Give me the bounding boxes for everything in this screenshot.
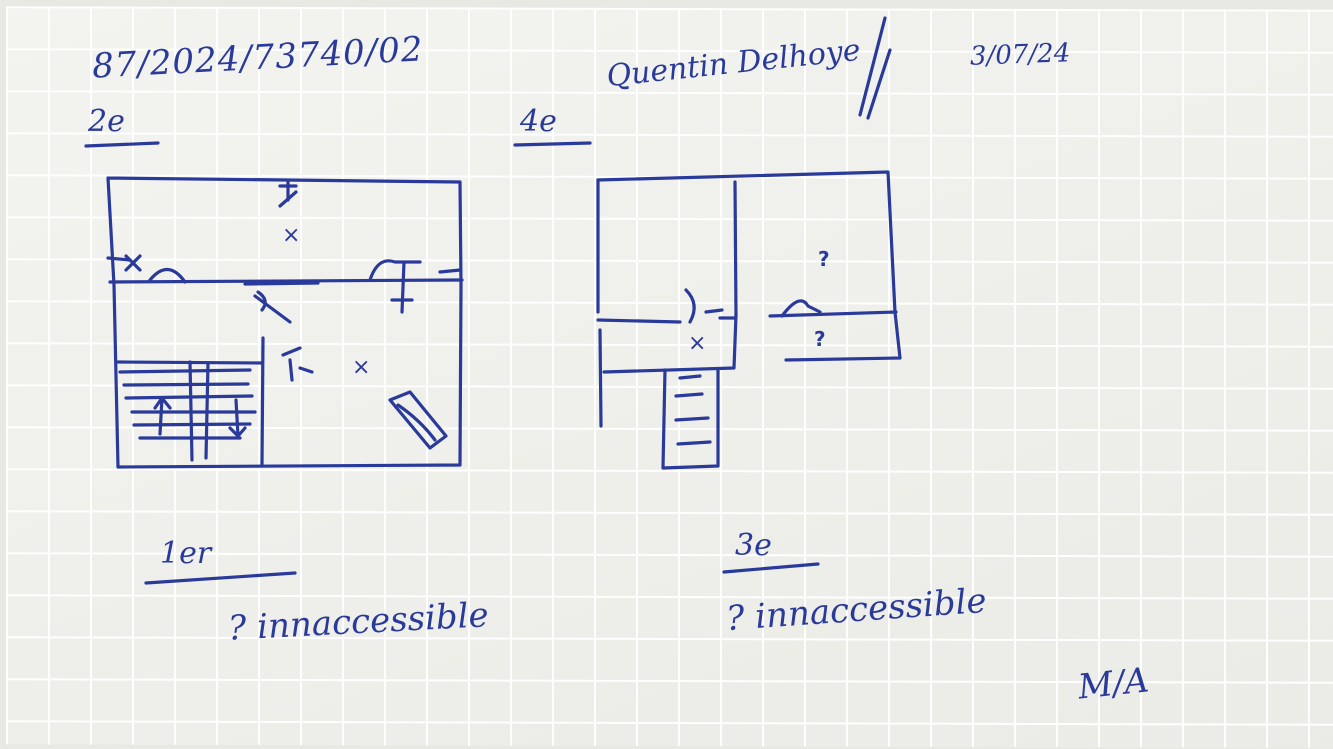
floor-2-window (388, 390, 448, 450)
floor-2-top-symbol (278, 180, 298, 208)
floor-4-door-right (780, 299, 822, 318)
floor-4-door-center (684, 288, 724, 324)
floor-2-left-stub (106, 256, 132, 262)
floor-2-mark-x-top: × (282, 223, 300, 248)
floor-4-label: 4e (520, 104, 557, 139)
floor-2-corridor-wall (243, 281, 320, 286)
floor-2-mark-x-room: × (352, 355, 370, 380)
floor-1-label: 1er (160, 536, 212, 571)
floor-4-underline (513, 141, 592, 147)
floor-2-staircase (116, 360, 264, 462)
floor-4-plan (596, 170, 902, 470)
floor-4-mark-x: × (688, 331, 706, 356)
floor-2-door-right (368, 259, 422, 314)
floor-3-label: 3e (735, 528, 772, 563)
floor-3-underline (722, 562, 820, 574)
floor-4-question-upper: ? (818, 247, 830, 271)
floor-2-label: 2e (88, 104, 125, 139)
floor-2-outer-wall (106, 176, 463, 469)
floor-4-divider (733, 180, 738, 318)
floor-4-question-lower: ? (814, 327, 826, 351)
floor-2-door-left (124, 254, 187, 284)
floor-2-mid-wall (108, 278, 464, 284)
floor-2-plan (106, 176, 464, 469)
floor-2-lower-symbol (281, 346, 314, 382)
floor-1-underline (144, 571, 297, 585)
floor-4-staircase (661, 368, 720, 470)
floor-2-underline (84, 141, 160, 148)
floor-4-left-wall (596, 178, 603, 428)
floor-4-low-wall (596, 310, 898, 324)
floor-2-door-center (253, 290, 292, 324)
header-name-flourish (858, 16, 892, 120)
floor-4-corridor (602, 313, 738, 374)
floor-2-right-stub (438, 268, 462, 274)
floor-2-partition (260, 336, 265, 467)
floor-4-outer-wall (596, 170, 902, 362)
